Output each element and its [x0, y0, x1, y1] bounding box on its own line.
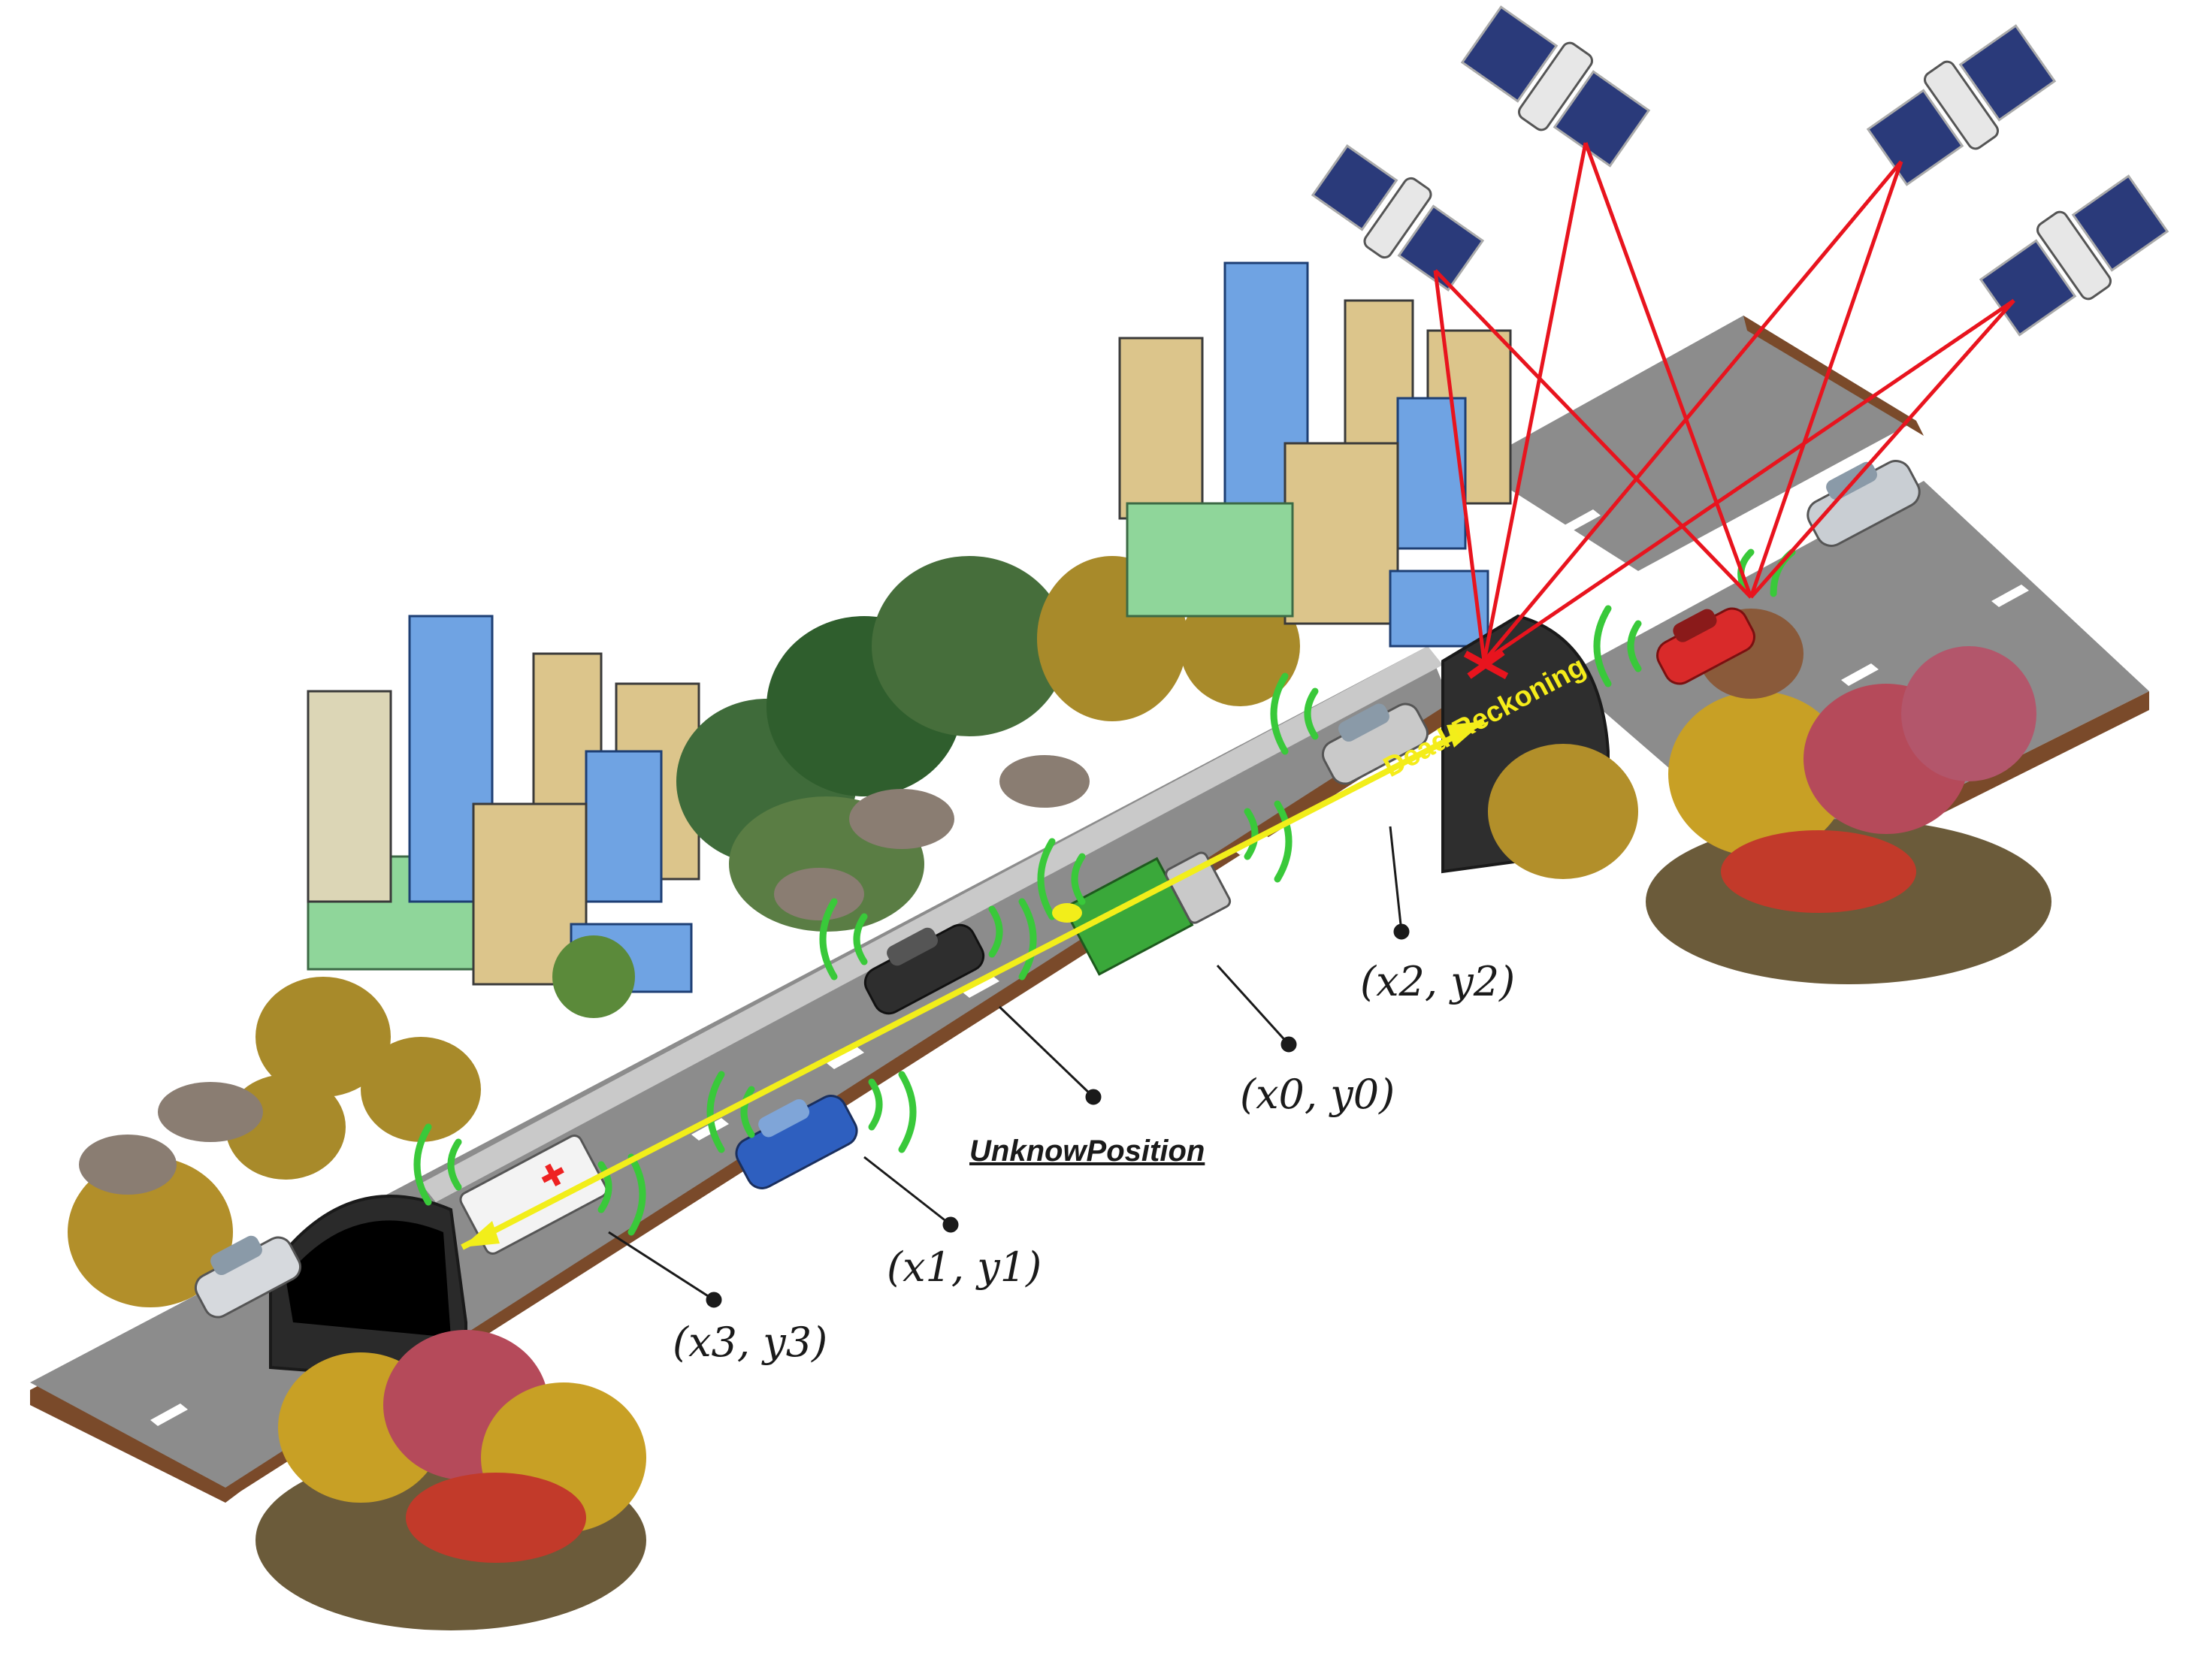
tree-icon: [1901, 646, 2036, 781]
rock-icon: [158, 1082, 263, 1142]
unknown-position-marker: [1052, 903, 1082, 923]
building-icon: [585, 750, 663, 903]
tunnel-left: [269, 1195, 467, 1385]
satellite-icon: [1460, 5, 1651, 168]
building-cluster-left: [307, 615, 700, 993]
dead-reckoning-path: [461, 718, 1486, 1250]
cross-road-upper-edge: [1743, 316, 1924, 436]
building-icon: [1389, 570, 1489, 648]
label-x1-y1: (x1, y1): [887, 1243, 1042, 1291]
ambulance-icon: [459, 1135, 608, 1255]
label-x0-y0: (x0, y0): [1240, 1071, 1395, 1118]
garden-bottom-left: [255, 1330, 646, 1630]
police-car-icon: [735, 1095, 858, 1189]
satellite-icon: [1979, 174, 2169, 337]
gnss-signals: [1433, 142, 2015, 663]
garden-bottom-right: [1488, 609, 2051, 984]
satellites: [1311, 5, 2169, 337]
tree-icon: [552, 935, 635, 1018]
tree-icon: [68, 1157, 233, 1307]
building-icon: [1126, 502, 1294, 618]
trees-left: [68, 935, 635, 1307]
v2v-signals: [413, 548, 1796, 1236]
tree-icon: [406, 1473, 586, 1563]
tree-icon: [255, 977, 391, 1097]
tree-icon: [1721, 830, 1916, 913]
building-icon: [1118, 337, 1204, 520]
car-icon: [194, 1235, 302, 1319]
building-cluster-right: [1118, 261, 1512, 648]
label-x3-y3: (x3, y3): [673, 1319, 827, 1366]
sidewalk: [421, 646, 1443, 1202]
tree-icon: [1488, 744, 1638, 879]
tree-icon: [1668, 691, 1849, 857]
label-unknown-position: UnknowPosition: [969, 1135, 1205, 1168]
rock-icon: [999, 755, 1090, 808]
building-icon: [1283, 442, 1399, 625]
car-icon: [863, 923, 985, 1015]
car-icon: [1656, 607, 1755, 685]
rock-icon: [79, 1135, 177, 1195]
rock-icon: [849, 789, 954, 849]
building-icon: [307, 690, 392, 903]
label-x2-y2: (x2, y2): [1360, 958, 1515, 1005]
car-icon: [1321, 703, 1429, 785]
rock-icon: [774, 868, 864, 920]
satellite-icon: [1311, 144, 1485, 292]
signal-lost-mark: [1463, 649, 1509, 679]
satellite-icon: [1866, 24, 2057, 186]
callout-leaders: [608, 826, 1410, 1308]
tree-icon: [361, 1037, 481, 1142]
tree-icon: [872, 556, 1067, 736]
